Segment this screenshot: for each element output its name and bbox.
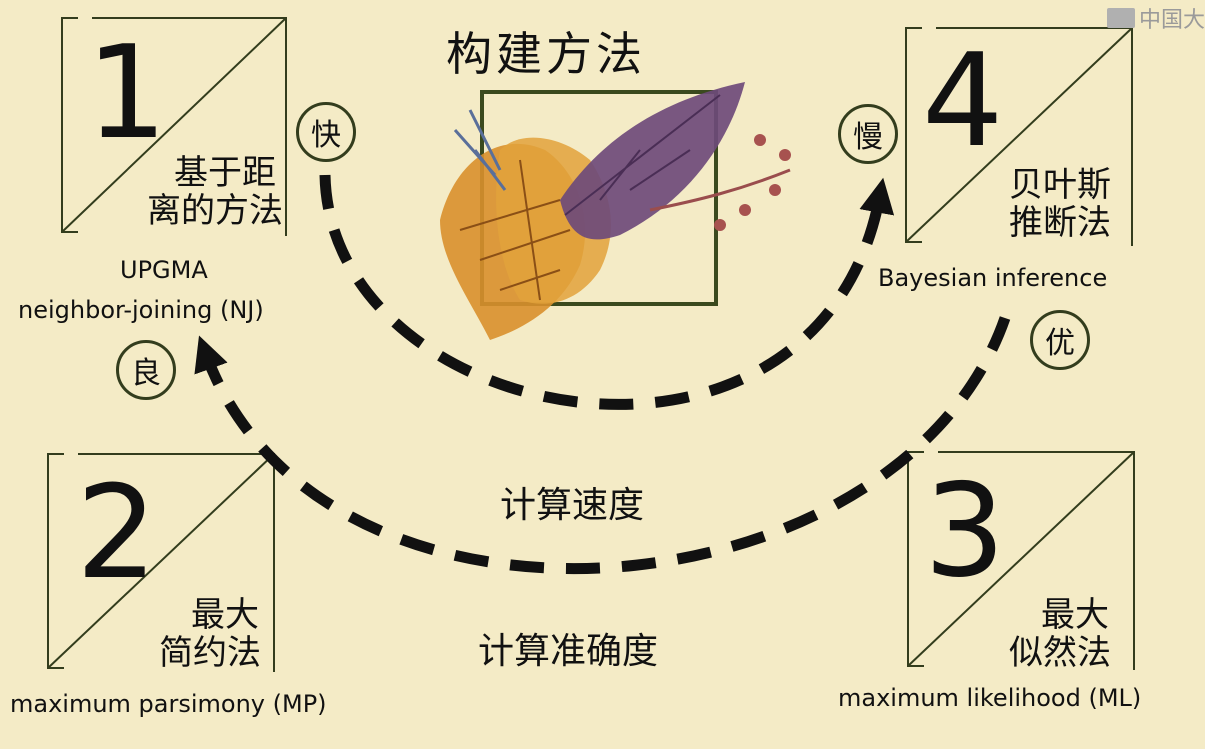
method-2-english-1: maximum parsimony (MP) bbox=[10, 690, 327, 718]
method-4-number: 4 bbox=[922, 27, 1004, 176]
badge-fast: 快 bbox=[296, 102, 356, 162]
method-2-number: 2 bbox=[76, 459, 158, 608]
method-4-name-line2: 推断法 bbox=[1009, 203, 1111, 243]
method-3-number: 3 bbox=[924, 457, 1006, 606]
badge-good: 良 bbox=[116, 340, 176, 400]
badge-slow: 慢 bbox=[838, 104, 898, 164]
method-4-name-line1: 贝叶斯 bbox=[1009, 165, 1111, 205]
badge-excellent: 优 bbox=[1030, 310, 1090, 370]
method-3-english-1: maximum likelihood (ML) bbox=[838, 684, 1142, 712]
method-1-name: 基于距 离的方法 bbox=[140, 154, 290, 230]
method-1-number: 1 bbox=[86, 19, 168, 168]
speed-arrow bbox=[319, 174, 895, 410]
method-3-name: 最大 似然法 bbox=[990, 596, 1130, 672]
method-2-name: 最大 简约法 bbox=[140, 596, 280, 672]
method-3-name-line2: 似然法 bbox=[1009, 633, 1111, 673]
accuracy-arrow bbox=[194, 316, 1011, 575]
method-1-english-2: neighbor-joining (NJ) bbox=[18, 296, 264, 324]
box-method-1 bbox=[61, 17, 287, 236]
method-2-name-line1: 最大 bbox=[191, 595, 259, 635]
leaf-illustration bbox=[440, 82, 791, 340]
method-1-name-line2: 离的方法 bbox=[147, 191, 283, 231]
box-method-4 bbox=[905, 27, 1133, 246]
method-3-name-line1: 最大 bbox=[1041, 595, 1109, 635]
method-2-name-line2: 简约法 bbox=[159, 633, 261, 673]
accuracy-label: 计算准确度 bbox=[478, 631, 659, 672]
watermark: 中国大 bbox=[1106, 2, 1205, 34]
page-title: 构建方法 bbox=[446, 27, 646, 81]
method-4-english-1: Bayesian inference bbox=[878, 264, 1108, 292]
book-icon bbox=[1106, 8, 1135, 28]
watermark-text: 中国大 bbox=[1138, 8, 1205, 33]
method-1-name-line1: 基于距 bbox=[174, 153, 276, 193]
box-method-3 bbox=[907, 451, 1135, 670]
speed-label: 计算速度 bbox=[500, 485, 645, 526]
method-4-name: 贝叶斯 推断法 bbox=[990, 166, 1130, 242]
method-1-english-1: UPGMA bbox=[120, 256, 208, 284]
